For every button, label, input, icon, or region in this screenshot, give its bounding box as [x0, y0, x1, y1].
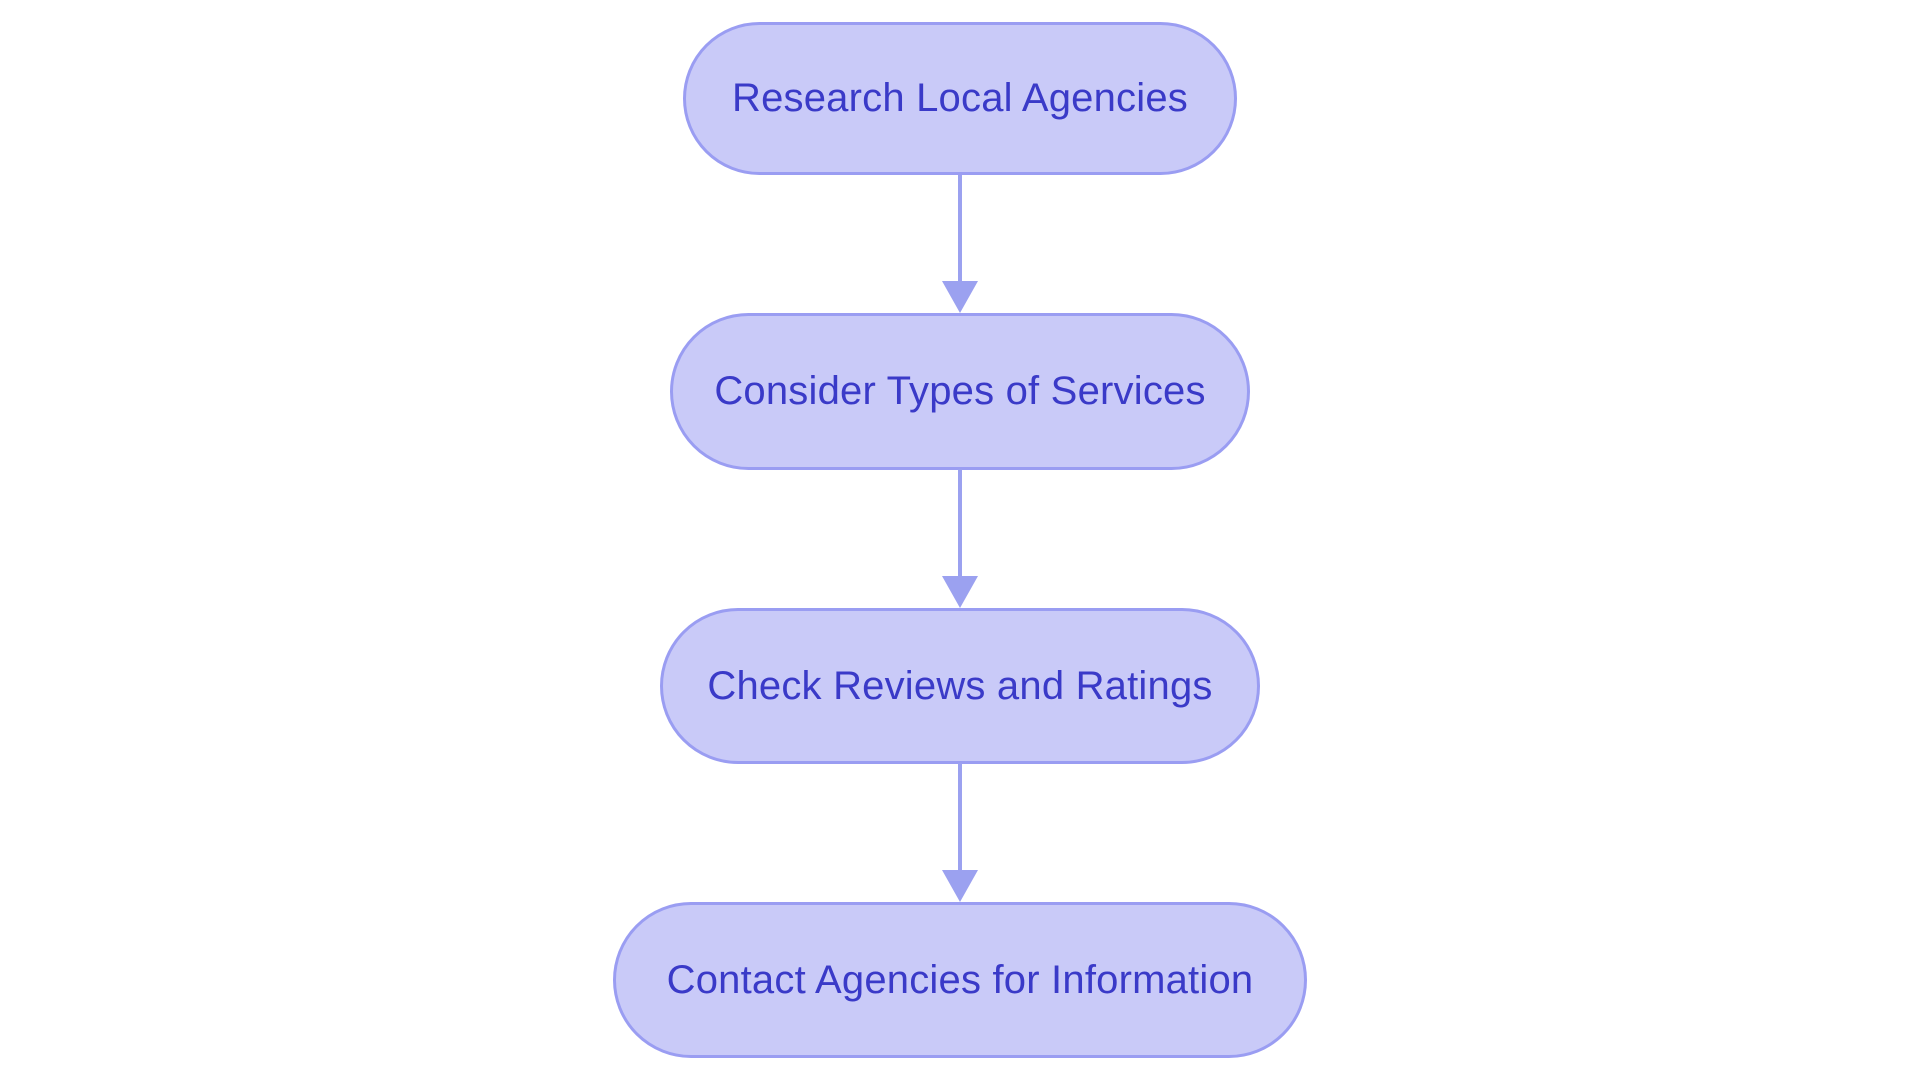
node-label: Check Reviews and Ratings — [707, 663, 1213, 708]
arrow-down-icon — [942, 576, 978, 608]
node-label: Consider Types of Services — [714, 369, 1206, 413]
flow-connector-line-3 — [958, 763, 962, 871]
node-label: Research Local Agencies — [732, 76, 1188, 120]
flow-connector-line-2 — [958, 469, 962, 577]
arrow-down-icon — [942, 281, 978, 313]
flowchart-node-contact-agencies-for-information: Contact Agencies for Information — [613, 902, 1307, 1058]
flowchart-node-consider-types-of-services: Consider Types of Services — [670, 313, 1250, 470]
flowchart-node-check-reviews-and-ratings: Check Reviews and Ratings — [660, 608, 1260, 764]
flowchart-node-research-local-agencies: Research Local Agencies — [683, 22, 1237, 175]
arrow-down-icon — [942, 870, 978, 902]
node-label: Contact Agencies for Information — [666, 957, 1254, 1002]
flow-connector-line-1 — [958, 175, 962, 283]
